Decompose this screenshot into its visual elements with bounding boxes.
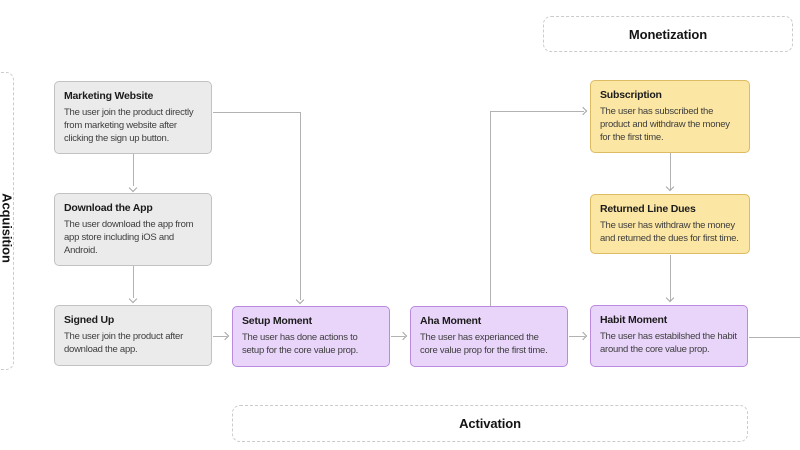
node-body: The user has withdraw the money and retu… [600, 220, 739, 244]
connector-aha-to-subscription-v [490, 111, 491, 306]
section-label-acquisition: Acquisition [0, 193, 15, 263]
node-habit-moment[interactable]: Habit Moment The user has estabilshed th… [590, 305, 748, 367]
connector-marketing-to-download [133, 145, 134, 186]
arrowhead-returned-to-habit [665, 293, 675, 303]
arrowhead-marketing-to-download [128, 183, 138, 193]
node-body: The user has subscribed the product and … [600, 106, 730, 143]
node-title: Signed Up [64, 314, 115, 326]
connector-aha-to-habit [569, 336, 585, 337]
node-subscription[interactable]: Subscription The user has subscribed the… [590, 80, 750, 153]
section-box-monetization[interactable]: Monetization [543, 16, 793, 52]
connector-download-to-signedup [133, 256, 134, 298]
node-returned-line-dues[interactable]: Returned Line Dues The user has withdraw… [590, 194, 750, 254]
node-body: The user has experianced the core value … [420, 332, 548, 356]
node-title: Returned Line Dues [600, 203, 696, 215]
arrowhead-aha-to-habit [578, 331, 588, 341]
connector-signedup-to-setup [213, 336, 227, 337]
connector-setup-to-aha [391, 336, 405, 337]
section-label-monetization: Monetization [628, 26, 708, 42]
node-title: Habit Moment [600, 314, 668, 326]
node-title: Marketing Website [64, 90, 154, 102]
arrowhead-aha-to-subscription [578, 106, 588, 116]
node-body: The user has estabilshed the habit aroun… [600, 331, 737, 355]
node-title: Subscription [600, 89, 662, 101]
arrowhead-subscription-to-returned [665, 182, 675, 192]
node-signed-up[interactable]: Signed Up The user join the product afte… [54, 305, 212, 366]
node-title: Setup Moment [242, 315, 312, 327]
section-label-activation: Activation [459, 416, 521, 431]
node-setup-moment[interactable]: Setup Moment The user has done actions t… [232, 306, 390, 367]
node-aha-moment[interactable]: Aha Moment The user has experianced the … [410, 306, 568, 367]
node-body: The user download the app from app store… [64, 219, 194, 256]
connector-aha-to-subscription-h [490, 111, 584, 112]
node-download-the-app[interactable]: Download the App The user download the a… [54, 193, 212, 266]
arrowhead-signedup-to-setup [220, 331, 230, 341]
connector-subscription-to-returned [670, 144, 671, 190]
node-body: The user has done actions to setup for t… [242, 332, 359, 356]
connector-returned-to-habit [670, 255, 671, 301]
node-body: The user join the product directly from … [64, 107, 194, 144]
node-title: Download the App [64, 202, 153, 214]
node-body: The user join the product after download… [64, 331, 183, 355]
arrowhead-download-to-signedup [128, 294, 138, 304]
section-box-acquisition[interactable] [0, 72, 14, 370]
arrowhead-marketing-to-setup [295, 295, 305, 305]
connector-marketing-to-setup-h [213, 112, 301, 113]
connector-habit-to-offscreen [749, 337, 800, 338]
connector-marketing-to-setup-v [300, 112, 301, 300]
node-title: Aha Moment [420, 315, 482, 327]
arrowhead-setup-to-aha [398, 331, 408, 341]
section-box-activation[interactable]: Activation [232, 405, 748, 442]
node-marketing-website[interactable]: Marketing Website The user join the prod… [54, 81, 212, 154]
